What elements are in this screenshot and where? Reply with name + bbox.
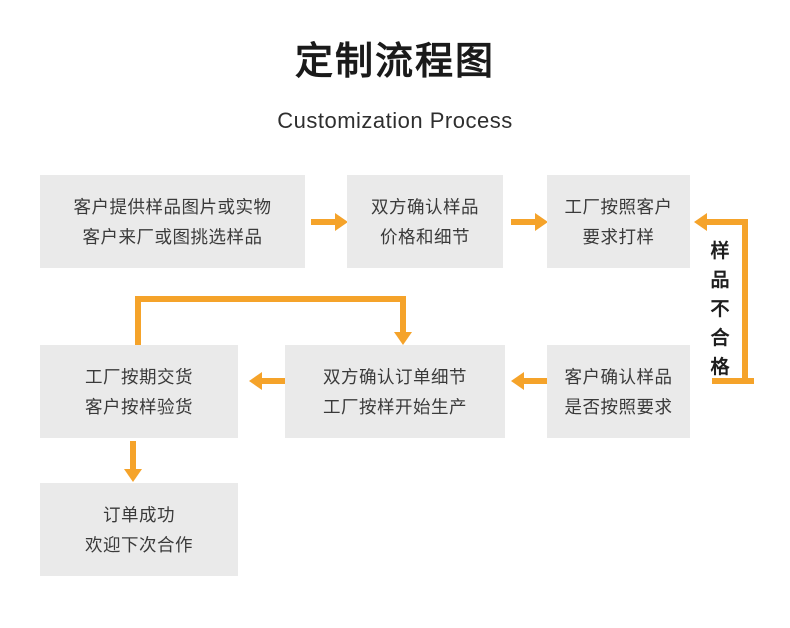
arrow-head-node4-to-node5-icon [511, 372, 524, 390]
arrow-head-node2-to-node3-icon [535, 213, 548, 231]
connector-node6-up-stem [135, 296, 141, 345]
flow-node-1-line1: 客户提供样品图片或实物 [73, 196, 272, 217]
connector-node2-to-node3 [511, 219, 537, 225]
loop-label-char-4: 合 [710, 328, 730, 349]
page-title: 定制流程图 [294, 41, 495, 83]
flow-node-6-line2: 客户按样验货 [85, 396, 193, 417]
flow-node-4-line1: 客户确认样品 [564, 366, 673, 387]
flow-node-3[interactable]: 工厂按照客户 要求打样 [547, 175, 690, 268]
loop-label-char-2: 品 [710, 270, 730, 291]
flow-node-4-line2: 是否按照要求 [564, 396, 673, 417]
loop-label-char-3: 不 [710, 299, 730, 320]
flow-node-4[interactable]: 客户确认样品 是否按照要求 [547, 345, 690, 438]
loop-label-char-1: 样 [710, 241, 730, 262]
arrow-head-into-node5-icon [394, 332, 412, 345]
flow-node-5-line1: 双方确认订单细节 [323, 366, 467, 387]
flow-node-7[interactable]: 订单成功 欢迎下次合作 [40, 483, 238, 576]
loop-label-sample-rejected: 样 品 不 合 格 [707, 237, 733, 382]
flow-node-2-line2: 价格和细节 [380, 226, 470, 247]
flow-node-6-line1: 工厂按期交货 [85, 366, 193, 387]
connector-into-node5-stem [400, 296, 406, 334]
flow-node-2[interactable]: 双方确认样品 价格和细节 [347, 175, 503, 268]
flow-node-1[interactable]: 客户提供样品图片或实物 客户来厂或图挑选样品 [40, 175, 305, 268]
connector-node4-to-node5 [524, 378, 550, 384]
flow-node-6[interactable]: 工厂按期交货 客户按样验货 [40, 345, 238, 438]
flow-node-1-line2: 客户来厂或图挑选样品 [82, 226, 263, 247]
flow-node-7-line1: 订单成功 [103, 504, 175, 525]
arrow-head-loop-to-node3-icon [694, 213, 707, 231]
arrow-head-node6-to-node7-icon [124, 469, 142, 482]
connector-node6-to-node7 [130, 441, 136, 471]
connector-node6-to-node5-span [135, 296, 406, 302]
connector-node1-to-node2 [311, 219, 337, 225]
loop-connector-bottom [712, 378, 754, 384]
flow-node-3-line1: 工厂按照客户 [564, 196, 673, 217]
loop-connector-top [707, 219, 748, 225]
page-subtitle: Customization Process [277, 108, 513, 133]
flow-node-5[interactable]: 双方确认订单细节 工厂按样开始生产 [285, 345, 505, 438]
arrow-head-node5-to-node6-icon [249, 372, 262, 390]
loop-label-char-5: 格 [710, 357, 730, 378]
flow-node-5-line2: 工厂按样开始生产 [323, 396, 467, 417]
flow-node-2-line1: 双方确认样品 [371, 196, 479, 217]
flow-node-3-line2: 要求打样 [582, 226, 655, 247]
loop-connector-right [742, 219, 748, 381]
arrow-head-node1-to-node2-icon [335, 213, 348, 231]
flow-node-7-line2: 欢迎下次合作 [85, 534, 193, 555]
connector-node5-to-node6 [262, 378, 288, 384]
